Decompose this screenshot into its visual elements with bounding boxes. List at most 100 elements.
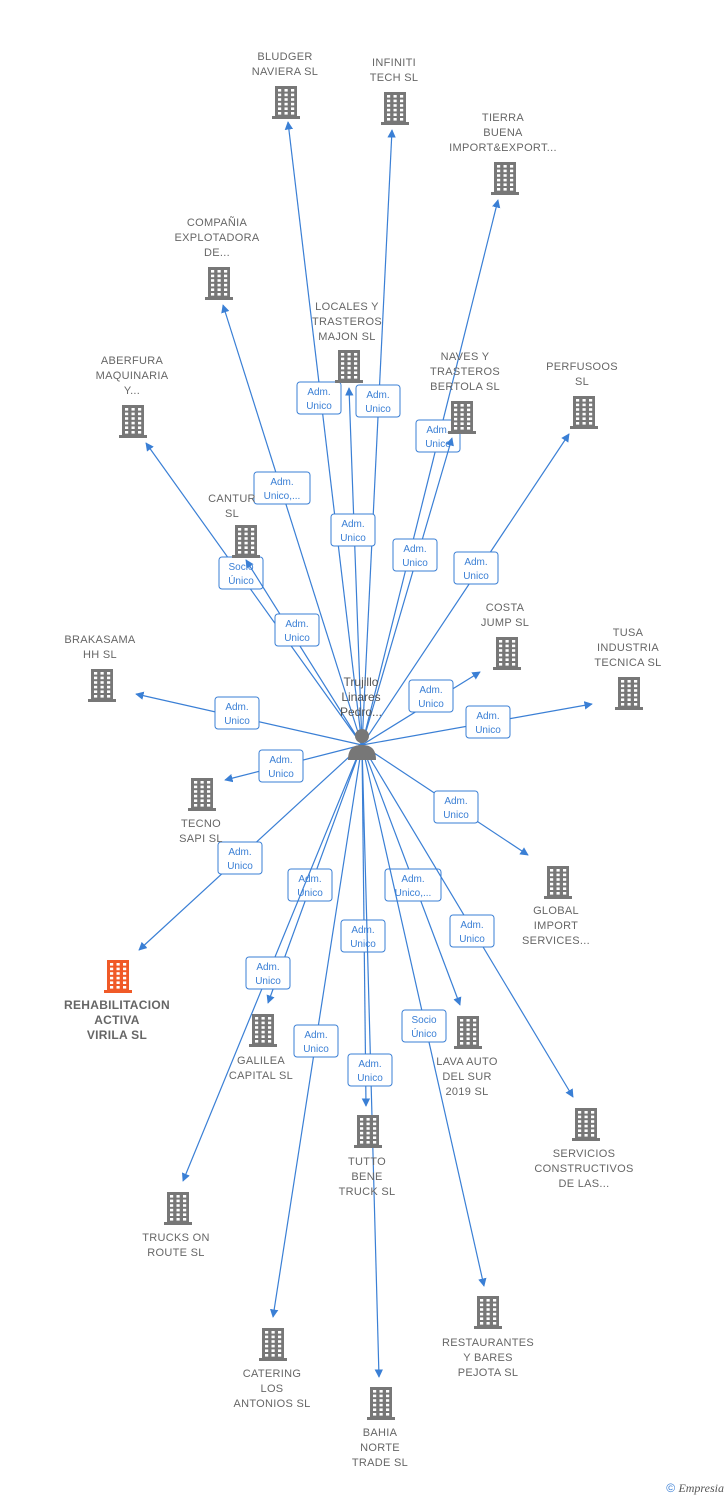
edge-label-text: Adm. [358, 1059, 381, 1070]
edge-label-text: Adm. [304, 1030, 327, 1041]
company-name: SERVICES... [522, 935, 590, 947]
edge-label-tusa[interactable]: Adm.Unico [465, 705, 511, 739]
edge-label-box [293, 1024, 339, 1058]
center-person[interactable]: Trujillo Linares Pedro... [340, 675, 382, 760]
edge-label-text: Socio [228, 562, 253, 573]
company-name: TRASTEROS [430, 366, 500, 378]
company-name: TRUCKS ON [142, 1232, 209, 1244]
edge-naves [361, 437, 454, 746]
edge-label-global[interactable]: Adm.Unico [433, 790, 479, 824]
edge-label-brakasama[interactable]: Adm.Unico [214, 696, 260, 730]
edge-label-box [401, 1009, 447, 1043]
edge-label-naves[interactable]: Adm.Unico [392, 538, 438, 572]
edge-label-bahia[interactable]: Adm.Unico [347, 1053, 393, 1087]
company-name: LOS [261, 1383, 284, 1395]
company-name: PEJOTA SL [458, 1367, 519, 1379]
building-icon [272, 86, 300, 119]
company-name: SERVICIOS [553, 1148, 615, 1160]
company-name: TUTTO [348, 1156, 386, 1168]
edge-label-box [465, 705, 511, 739]
company-name: INDUSTRIA [597, 642, 659, 654]
edge-label-infiniti[interactable]: Adm.Unico [355, 384, 401, 418]
company-node-tierra[interactable]: TIERRABUENAIMPORT&EXPORT... [449, 112, 557, 195]
edges-layer: Adm.UnicoAdm.UnicoAdm.UnicoAdm.Unico,...… [135, 121, 593, 1378]
company-node-bahia[interactable]: BAHIA NORTE TRADE SL [352, 1387, 408, 1469]
company-name: PERFUSOOS [546, 361, 618, 373]
building-icon [615, 677, 643, 710]
company-name: GALILEA [237, 1055, 285, 1067]
edge-locales [345, 387, 363, 746]
edge-label-bludger[interactable]: Adm.Unico [296, 381, 342, 415]
edge-label-cantur[interactable]: Adm.Unico [274, 613, 320, 647]
edge-label-box [392, 538, 438, 572]
company-name: IMPORT [534, 920, 578, 932]
edge-label-perfusoos[interactable]: Adm.Unico [453, 551, 499, 585]
edge-label-text: Unico [459, 934, 485, 945]
edge-label-box [296, 381, 342, 415]
building-icon [544, 866, 572, 899]
company-name: RESTAURANTES [442, 1337, 534, 1349]
edge-label-box [384, 868, 442, 902]
brand-name[interactable]: Empresia [678, 1481, 724, 1495]
building-icon [454, 1016, 482, 1049]
company-name: TRADE SL [352, 1457, 408, 1469]
building-icon [205, 267, 233, 300]
edge-label-trucks[interactable]: Adm.Unico [245, 956, 291, 990]
company-name: BENE [351, 1171, 382, 1183]
company-name: NORTE [360, 1442, 400, 1454]
edge-label-galilea[interactable]: Adm.Unico [287, 868, 333, 902]
company-name: TECNICA SL [594, 657, 661, 669]
edge-label-tecno[interactable]: Adm.Unico [258, 749, 304, 783]
edge-label-text: Adm. [403, 544, 426, 555]
edge-label-tutto[interactable]: Adm.Unico [340, 919, 386, 953]
edge-label-box [245, 956, 291, 990]
edge-label-costa[interactable]: Adm.Unico [408, 679, 454, 713]
building-icon [119, 405, 147, 438]
company-name: LAVA AUTO [436, 1056, 498, 1068]
company-node-global[interactable]: GLOBALIMPORTSERVICES... [522, 866, 590, 947]
company-name: JUMP SL [481, 617, 529, 629]
edge-label-text: Unico [463, 571, 489, 582]
building-icon [188, 778, 216, 811]
company-node-aberfura[interactable]: ABERFURAMAQUINARIAY... [96, 355, 169, 438]
edge-label-text: Adm. [366, 390, 389, 401]
edge-label-text: Unico,... [395, 888, 432, 899]
company-name: LOCALES Y [315, 301, 379, 313]
edge-label-box [258, 749, 304, 783]
edge-label-compania[interactable]: Adm.Unico,... [253, 471, 311, 505]
edge-label-lava[interactable]: Adm.Unico,... [384, 868, 442, 902]
copyright-symbol: © [666, 1481, 676, 1495]
edge-label-rehab[interactable]: Adm.Unico [217, 841, 263, 875]
company-name: BAHIA [363, 1427, 398, 1439]
edge-label-text: Adm. [269, 755, 292, 766]
edge-label-text: Unico,... [264, 491, 301, 502]
company-node-compania[interactable]: COMPAÑIAEXPLOTADORADE... [174, 216, 260, 300]
building-icon [88, 669, 116, 702]
edge-label-locales[interactable]: Adm.Unico [330, 513, 376, 547]
edge-label-catering[interactable]: Adm.Unico [293, 1024, 339, 1058]
edge-label-servicios[interactable]: Adm.Unico [449, 914, 495, 948]
edge-cantur [245, 559, 363, 746]
